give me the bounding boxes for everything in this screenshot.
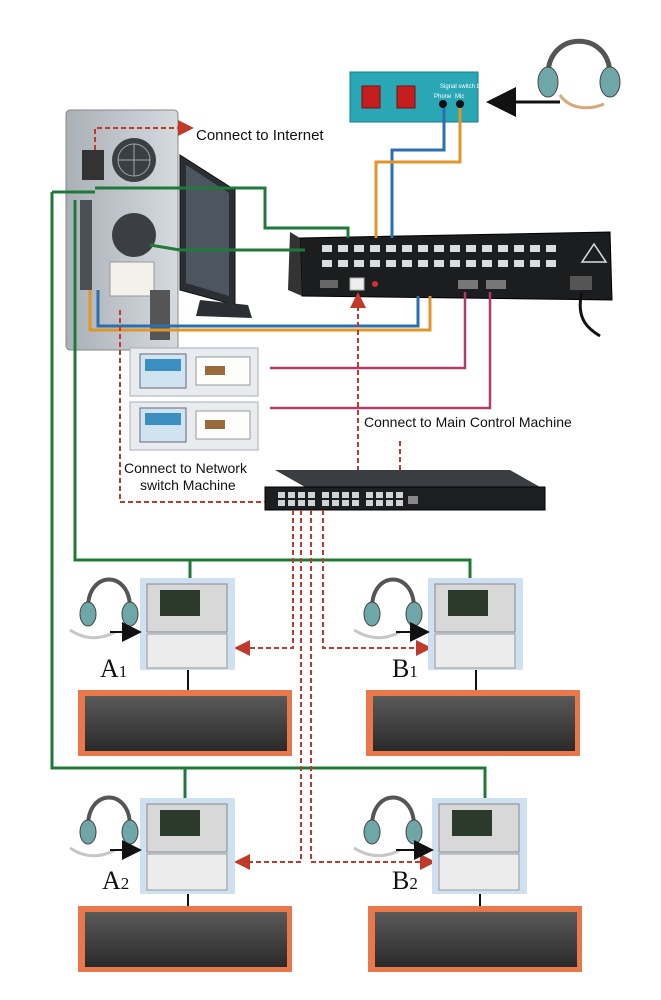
network-switch-label-2: switch Machine xyxy=(140,477,236,493)
station-a2: A2 xyxy=(102,866,130,895)
terminal-b2 xyxy=(432,798,527,894)
station-a1: A1 xyxy=(100,654,128,683)
network-switch-label-1: Connect to Network xyxy=(124,460,247,476)
monitor xyxy=(179,154,252,318)
terminal-b1 xyxy=(428,578,523,670)
keyboard-a1 xyxy=(78,690,292,756)
signal-switch-board xyxy=(349,71,479,123)
main-control-label: Connect to Main Control Machine xyxy=(364,414,572,430)
switch-board-phone: Phone xyxy=(434,94,452,100)
keyboard-b2 xyxy=(368,906,582,972)
control-panel-2 xyxy=(129,401,259,451)
station-b1: B1 xyxy=(392,654,418,683)
headset-top xyxy=(537,38,621,110)
network-switch xyxy=(264,470,546,511)
keyboard-b1 xyxy=(366,690,580,756)
headset-b2 xyxy=(353,795,423,858)
pc-tower xyxy=(65,109,179,351)
headset-a1 xyxy=(69,577,139,640)
main-control-unit xyxy=(288,231,613,338)
switch-board-title: Signal switch board xyxy=(440,84,492,90)
terminal-a1 xyxy=(140,578,235,670)
headset-a2 xyxy=(69,795,139,858)
headset-b1 xyxy=(353,577,423,640)
control-panel-1 xyxy=(129,347,259,397)
keyboard-a2 xyxy=(78,906,292,972)
switch-board-mic: Mic xyxy=(455,94,464,100)
terminal-a2 xyxy=(140,798,235,894)
station-b2: B2 xyxy=(392,866,418,895)
internet-label: Connect to Internet xyxy=(196,127,324,144)
